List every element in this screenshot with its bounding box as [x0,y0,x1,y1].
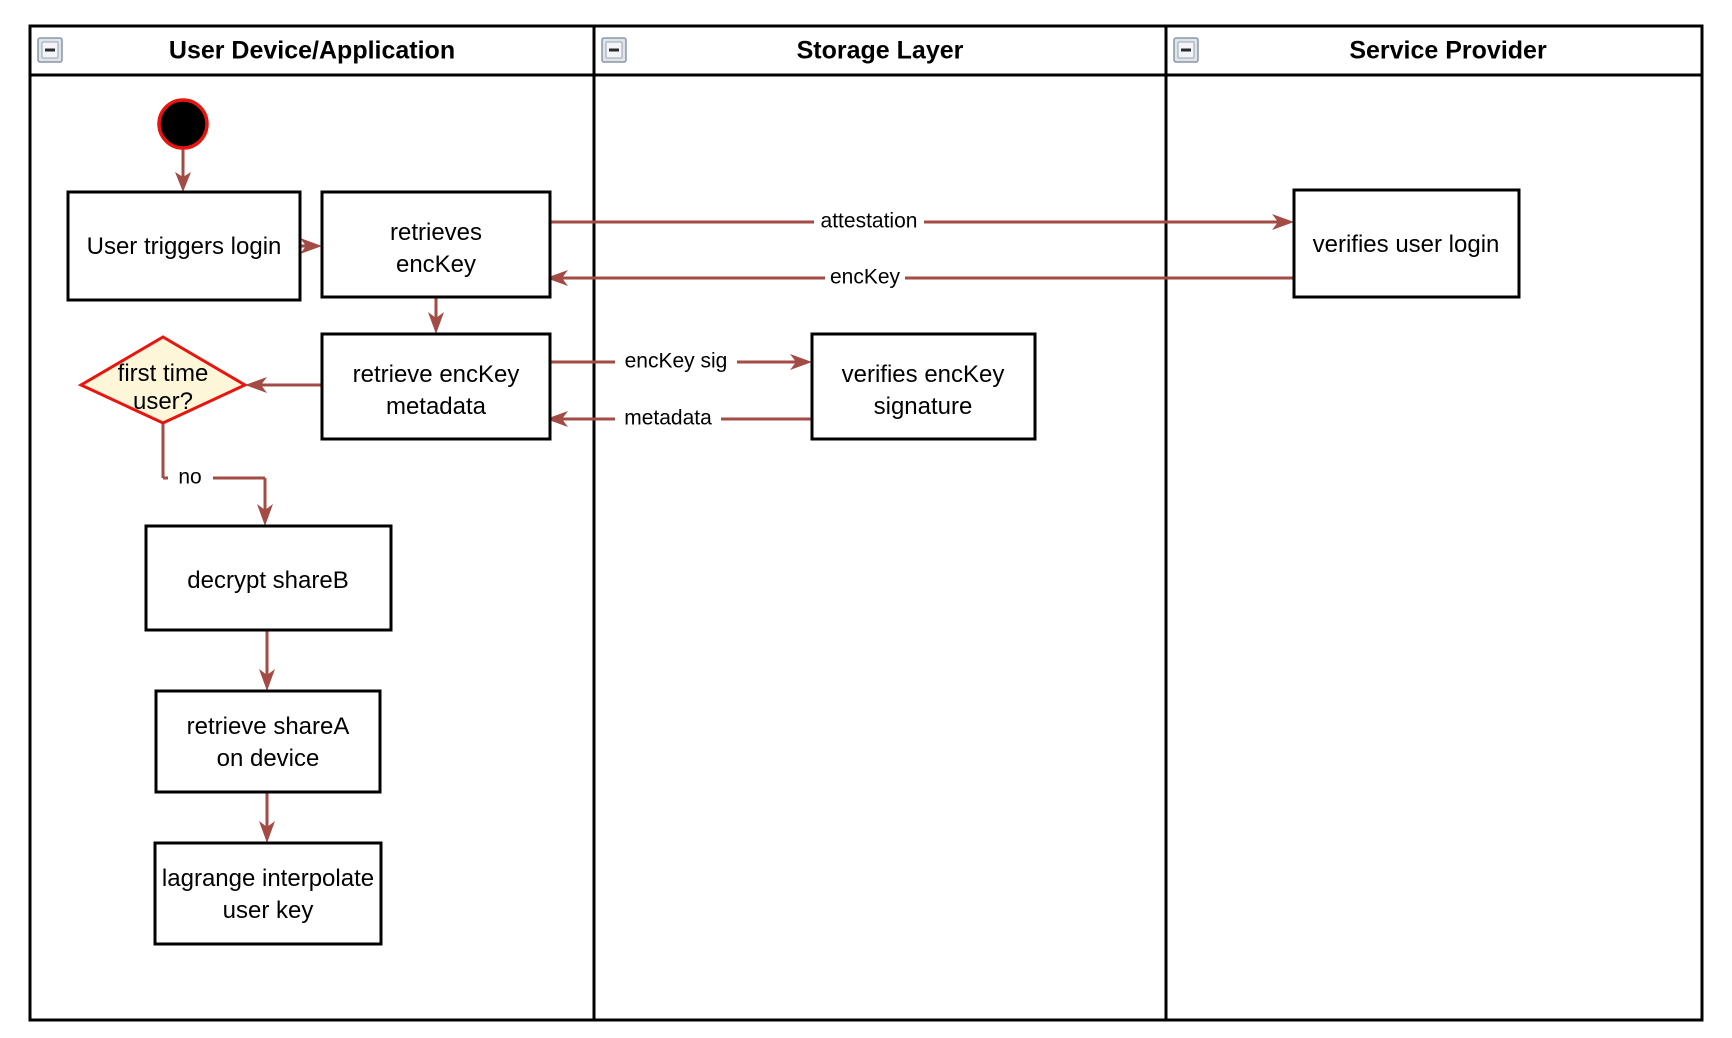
node-label-retrieves-enckey-line2: encKey [396,251,476,278]
lane-title-storage-layer: Storage Layer [797,37,964,65]
edge-shareb-to-sharea [259,629,275,691]
node-label-retrieve-sharea-line1: retrieve shareA [187,713,350,740]
collapse-icon-lane-2[interactable] [601,37,627,63]
node-label-retrieve-enckey-metadata-line2: metadata [386,393,487,420]
node-first-time-user[interactable]: first time user? [77,335,249,425]
node-label-first-time-user-line1: first time [118,360,209,387]
node-label-retrieve-sharea-line2: on device [217,745,320,772]
edge-enckey-sig: encKey sig [550,347,812,375]
edge-enckey: encKey [546,263,1294,291]
node-label-retrieve-enckey-metadata-line1: retrieve encKey [353,361,520,388]
edge-label-no: no [178,466,201,489]
edge-metadata: metadata [546,404,812,432]
swimlane-outer-border [28,24,1704,1022]
node-label-user-triggers-login: User triggers login [87,233,282,260]
node-retrieve-sharea-on-device[interactable]: retrieve shareA on device [154,689,382,794]
node-label-first-time-user-line2: user? [133,388,193,415]
lane-title-user-device: User Device/Application [169,37,455,65]
node-label-verifies-enckey-sig-line1: verifies encKey [842,361,1005,388]
lane-frames [28,24,1704,1022]
node-label-verifies-enckey-sig-line2: signature [874,393,973,420]
flow-nodes: User triggers login retrieves encKey ret… [66,98,1521,946]
edge-decision-no: no [161,423,273,526]
start-node-circle [157,98,209,150]
edge-label-enckey: encKey [830,266,901,289]
node-start[interactable] [157,98,209,150]
edge-login-to-retrieves [300,238,322,254]
lane-title-service-provider: Service Provider [1349,37,1547,65]
node-label-decrypt-shareb: decrypt shareB [187,567,348,594]
node-label-lagrange-line1: lagrange interpolate [162,865,374,892]
node-user-triggers-login[interactable]: User triggers login [66,190,302,302]
edge-label-metadata: metadata [624,407,712,430]
node-lagrange-interpolate-user-key[interactable]: lagrange interpolate user key [153,841,383,946]
lane-header-storage-layer: Storage Layer [601,37,964,65]
lane-header-user-device: User Device/Application [37,37,455,65]
edge-start-to-login [175,143,191,192]
edge-label-attestation: attestation [821,210,918,233]
node-verifies-enckey-signature[interactable]: verifies encKey signature [810,332,1037,441]
collapse-icon-lane-1[interactable] [37,37,63,63]
edge-sharea-to-lagrange [259,791,275,843]
node-decrypt-shareb[interactable]: decrypt shareB [144,524,393,632]
edge-metadata-to-decision [245,377,322,393]
flow-edges: attestation encKey encKey sig [161,143,1294,843]
collapse-icon-lane-3[interactable] [1173,37,1199,63]
decision-diamond [77,335,249,425]
edge-attestation: attestation [550,207,1294,235]
node-label-retrieves-enckey-line1: retrieves [390,219,482,246]
node-retrieve-enckey-metadata[interactable]: retrieve encKey metadata [320,332,552,441]
edge-label-enckey-sig: encKey sig [625,350,728,373]
lane-header-service-provider: Service Provider [1173,37,1547,65]
edge-retrieves-to-metadata [428,297,444,334]
node-label-verifies-user-login: verifies user login [1313,231,1500,258]
node-label-lagrange-line2: user key [223,897,314,924]
node-retrieves-enckey[interactable]: retrieves encKey [320,190,552,299]
node-verifies-user-login[interactable]: verifies user login [1292,188,1521,299]
